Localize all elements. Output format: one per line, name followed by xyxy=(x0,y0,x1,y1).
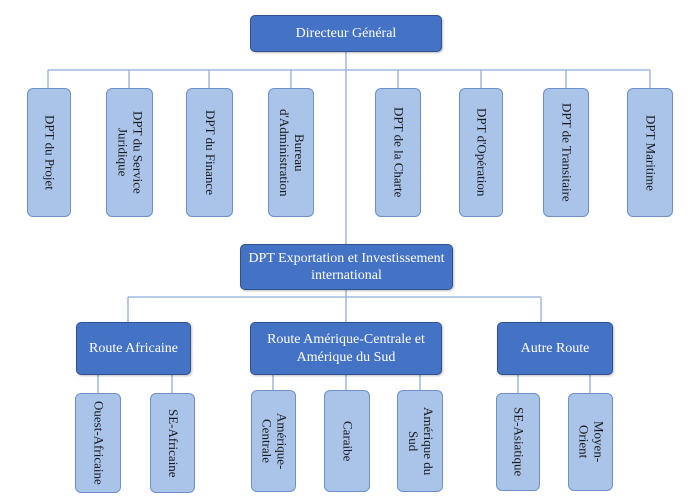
region-label: Ouest-Africaine xyxy=(91,401,107,485)
region-box-se-africaine: SE-Africaine xyxy=(150,393,195,493)
dept-label: DPT de la Charte xyxy=(391,107,407,198)
dept-box-service-juridique: DPT du Service Juridique xyxy=(106,88,153,217)
dept-label: DPT d'Opération xyxy=(474,108,490,197)
route-amerique-box: Route Amérique-Centrale et Amérique du S… xyxy=(250,322,442,375)
dept-label: DPT du Finance xyxy=(202,110,218,195)
dept-box-administration: Bureau d'Administration xyxy=(268,88,314,217)
route-africaine-box: Route Africaine xyxy=(76,322,191,375)
dept-label: DPT de Transitaire xyxy=(559,103,575,202)
region-label: Amérique-Centrale xyxy=(259,412,290,470)
region-box-amerique-sud: Amérique du Sud xyxy=(397,390,443,492)
dept-label: DPT Maritime xyxy=(643,114,659,191)
region-label: Amérique du Sud xyxy=(406,406,436,476)
region-box-se-asiatique: SE-Asiatique xyxy=(496,393,540,491)
region-label: Caraibe xyxy=(340,420,356,462)
region-box-amerique-centrale: Amérique-Centrale xyxy=(251,390,296,492)
region-box-moyen-orient: Moyen-Orient xyxy=(568,393,613,491)
route-label: Route Amérique-Centrale et Amérique du S… xyxy=(267,332,425,365)
route-label: Autre Route xyxy=(520,340,590,356)
region-label: Moyen-Orient xyxy=(576,421,607,463)
dept-box-charte: DPT de la Charte xyxy=(375,88,421,217)
dept-box-operation: DPT d'Opération xyxy=(459,88,503,217)
export-label: DPT Exportation et Investissement intern… xyxy=(248,250,445,284)
dept-box-finance: DPT du Finance xyxy=(186,88,233,217)
directeur-general-box: Directeur Général xyxy=(250,15,442,52)
route-label: Route Africaine xyxy=(88,340,179,356)
region-label: SE-Africaine xyxy=(165,408,181,478)
region-label: SE-Asiatique xyxy=(511,407,527,477)
dept-box-projet: DPT du Projet xyxy=(27,88,71,217)
dept-label: Bureau d'Administration xyxy=(277,108,307,197)
directeur-general-label: Directeur Général xyxy=(295,25,397,41)
dept-box-maritime: DPT Maritime xyxy=(627,88,673,217)
dept-box-transitaire: DPT de Transitaire xyxy=(543,88,589,217)
dept-label: DPT du Projet xyxy=(42,115,58,190)
export-box: DPT Exportation et Investissement intern… xyxy=(240,244,453,290)
dept-label: DPT du Service Juridique xyxy=(115,111,146,194)
region-box-caraibe: Caraibe xyxy=(324,390,370,492)
autre-route-box: Autre Route xyxy=(497,322,613,375)
region-box-ouest-africaine: Ouest-Africaine xyxy=(75,393,121,493)
